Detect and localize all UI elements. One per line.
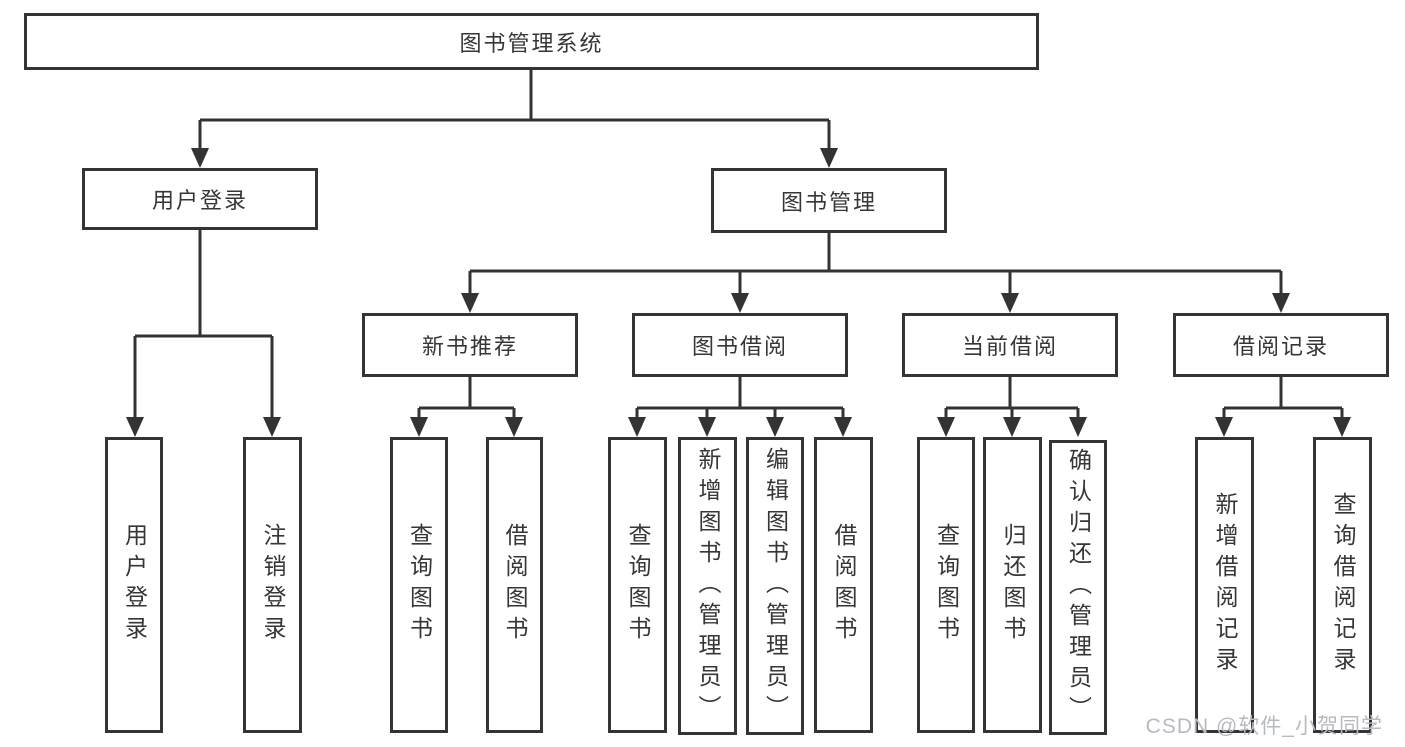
node-label: 借阅记录 [1232,334,1329,359]
connector-book-management-subtree [468,233,1283,299]
connector-book-borrow-subtree [635,377,845,423]
node-label: 查询图书 [933,523,960,647]
leaf-edit-books-admin: 编辑图书（管理员） [746,437,804,735]
leaf-add-books-admin: 新增图书（管理员） [678,437,737,735]
node-label: 新书推荐 [421,334,518,359]
node-label: 新增图书（管理员） [695,446,721,726]
connector-borrow-records-subtree [1222,377,1344,423]
node-label: 编辑图书（管理员） [762,446,789,726]
leaf-query-books-current: 查询图书 [917,437,975,733]
node-book-borrow: 图书借阅 [632,313,848,377]
leaf-add-borrow-record: 新增借阅记录 [1195,437,1254,733]
leaf-query-borrow-record: 查询借阅记录 [1313,437,1372,733]
leaf-query-books-borrow: 查询图书 [608,437,667,733]
node-label: 用户登录 [151,188,248,213]
node-label: 图书管理 [780,189,877,215]
leaf-confirm-return-admin: 确认归还（管理员） [1049,440,1107,735]
node-borrow-records: 借阅记录 [1173,313,1389,377]
node-root-library-system: 图书管理系统 [24,13,1039,70]
node-user-login: 用户登录 [82,168,318,230]
node-label: 图书借阅 [691,334,788,359]
connector-new-book-recommend-subtree [417,377,516,423]
leaf-logout: 注销登录 [243,437,302,733]
node-label: 新增借阅记录 [1212,492,1238,678]
connector-current-borrow-subtree [944,377,1080,423]
node-label: 查询图书 [406,523,433,647]
node-label: 当前借阅 [961,334,1058,359]
arrowheads [126,148,1351,437]
node-label: 查询图书 [625,523,651,647]
connector-root-to-level2 [198,70,831,154]
leaf-borrow-books: 借阅图书 [814,437,873,733]
connector-user-login-subtree [133,230,274,423]
leaf-borrow-books-recommend: 借阅图书 [486,437,543,733]
csdn-watermark: CSDN @软件_小贺同学 [1145,715,1383,738]
node-book-management: 图书管理 [711,168,947,233]
node-label: 借阅图书 [502,523,528,647]
node-label: 借阅图书 [831,523,857,647]
leaf-query-books-recommend: 查询图书 [390,437,448,733]
node-new-book-recommend: 新书推荐 [362,313,578,377]
node-label: 图书管理系统 [459,30,604,56]
node-label: 注销登录 [260,523,286,647]
node-current-borrow: 当前借阅 [902,313,1118,377]
node-label: 查询借阅记录 [1330,492,1356,678]
node-label: 用户登录 [121,523,148,647]
node-label: 归还图书 [1000,523,1026,647]
node-label: 确认归还（管理员） [1065,448,1092,727]
leaf-return-books: 归还图书 [983,437,1042,733]
leaf-user-login: 用户登录 [105,437,163,733]
